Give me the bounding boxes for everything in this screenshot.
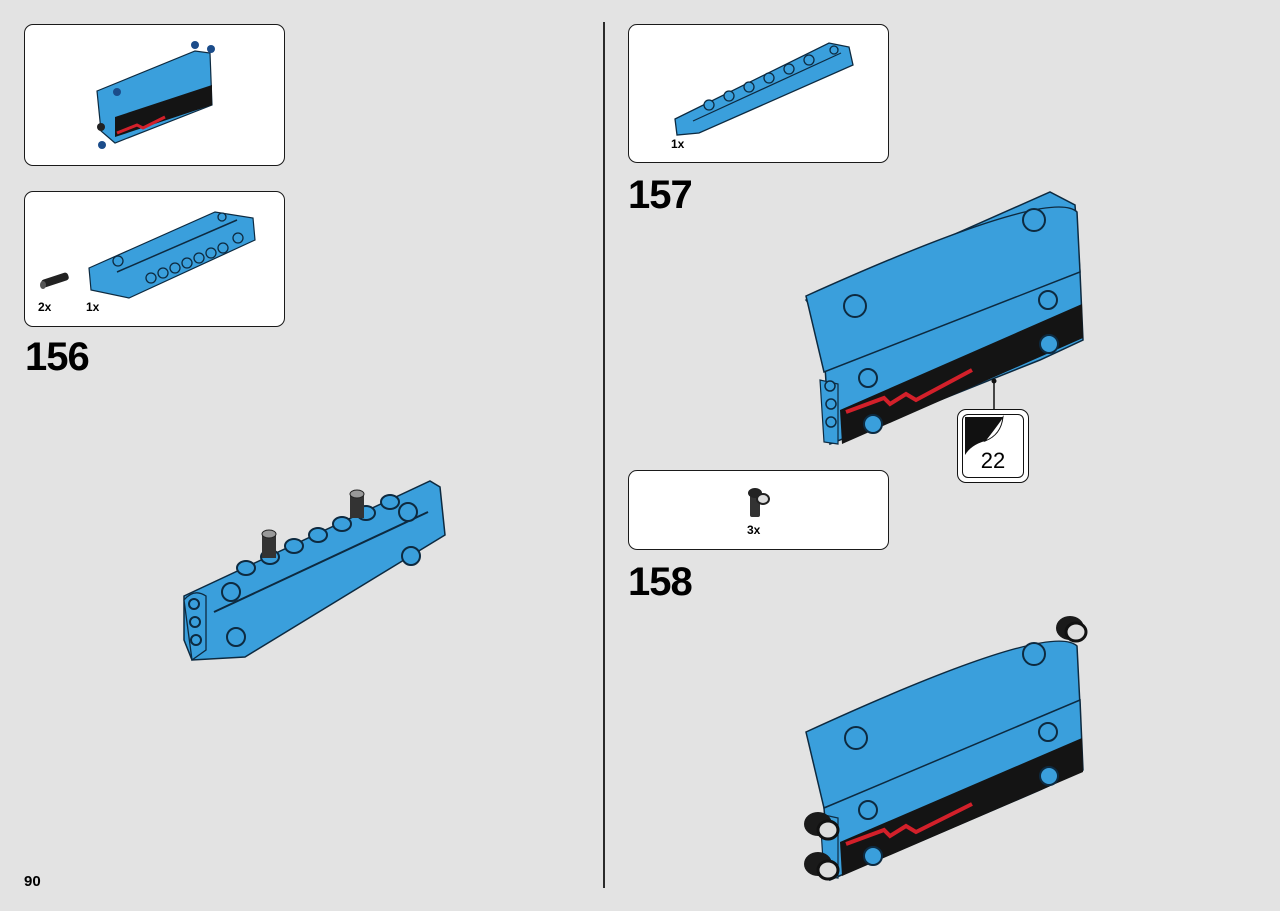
page-number: 90 xyxy=(24,873,41,890)
step-number: 157 xyxy=(628,173,693,217)
parts-list-box-158: 3x xyxy=(628,470,889,550)
page-divider xyxy=(603,22,605,888)
blue-beam-icon xyxy=(674,42,854,136)
sticker-callout: 22 xyxy=(957,409,1029,483)
assembly-preview-icon xyxy=(96,41,215,149)
parts-list-box-157: 1x xyxy=(628,24,889,163)
part-quantity: 3x xyxy=(747,523,761,537)
part-quantity: 1x xyxy=(671,137,685,151)
sticker-number: 22 xyxy=(980,448,1006,473)
sticker-sheet-icon xyxy=(962,414,1024,478)
step-number: 158 xyxy=(628,560,693,604)
blue-panel-icon xyxy=(88,211,256,299)
step-number: 156 xyxy=(25,335,90,379)
previous-assembly-box xyxy=(24,24,285,166)
part-quantity: 1x xyxy=(86,300,100,314)
part-quantity: 2x xyxy=(38,300,52,314)
parts-callout-icon xyxy=(40,211,256,299)
friction-axle-pin-icon xyxy=(40,272,69,289)
step-156-assembly-icon xyxy=(183,480,446,662)
parts-list-box-156: 2x 1x xyxy=(24,191,285,327)
black-connector-icon xyxy=(748,488,770,517)
